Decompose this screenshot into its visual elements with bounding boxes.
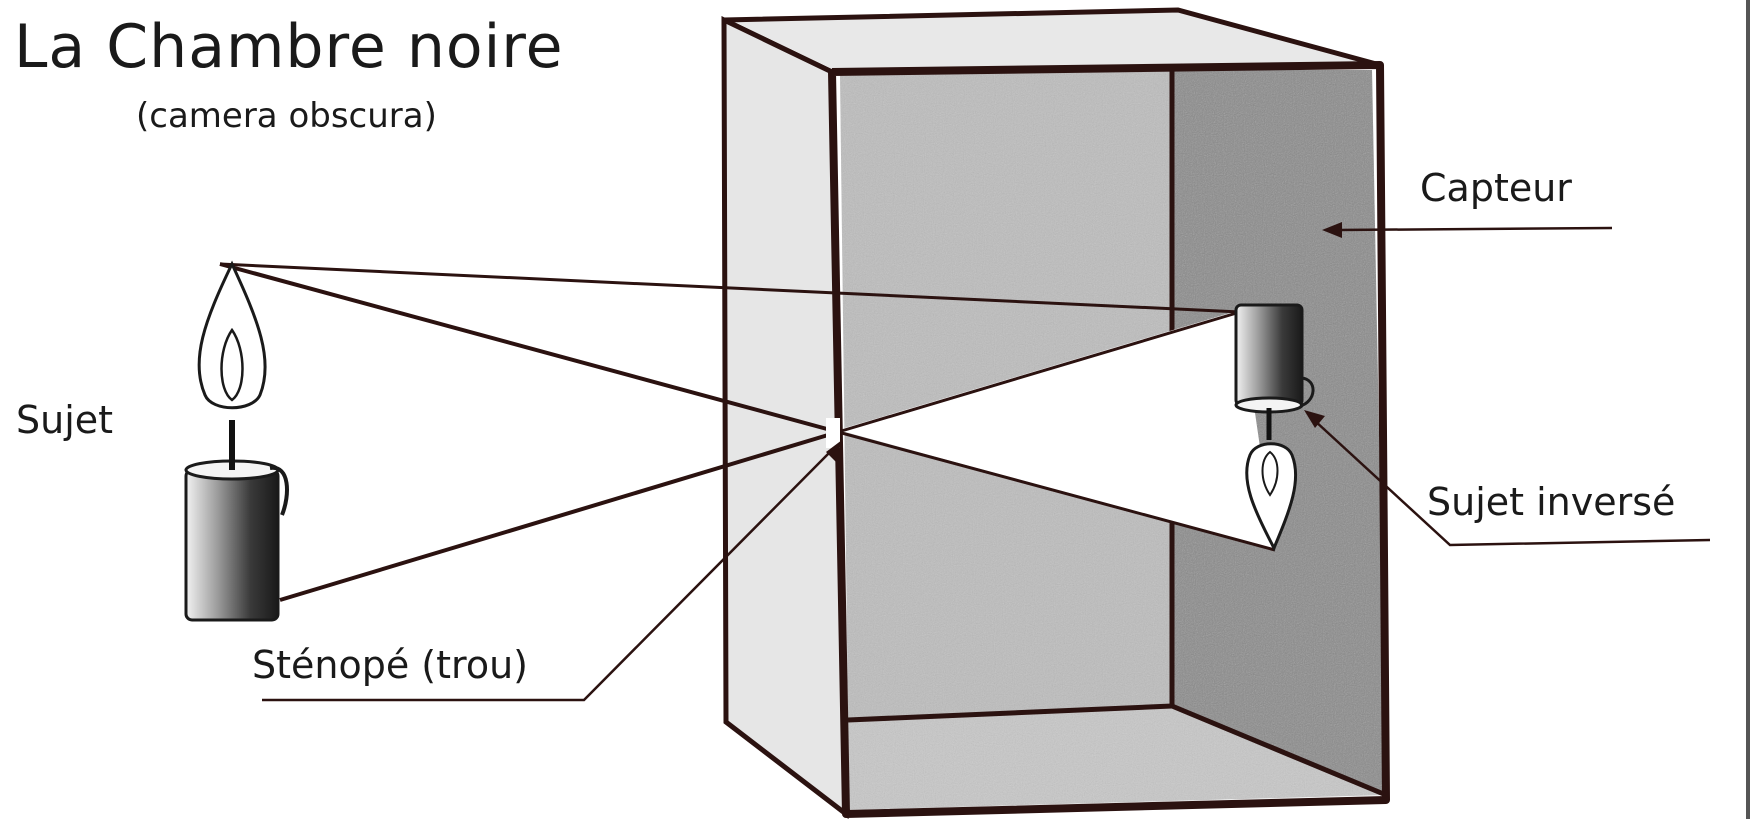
light-ray-bottom-to-pinhole [279,430,839,602]
leader-sujet-inverse [1304,410,1711,547]
back-wall-sensor [1172,70,1386,795]
leader-capteur [1322,222,1613,238]
leader-stenope [262,440,842,702]
label-pinhole: Sténopé (trou) [252,643,528,687]
inner-edge-floor-diag [1171,703,1387,798]
right-border-strip [1746,0,1750,819]
diagram-subtitle: (camera obscura) [136,96,437,136]
subject-candle [184,260,289,622]
light-cone [838,310,1275,550]
light-ray-to-image-bottom [837,430,1276,552]
box-front-frame [828,61,1390,818]
inner-edge-floor-left [847,703,1173,723]
inverted-subject-image [1234,303,1315,552]
light-ray-upper [219,262,1241,314]
label-subject: Sujet [16,398,114,442]
diagram-title: La Chambre noire [14,12,564,82]
light-ray-to-image-top [837,310,1241,434]
label-inverted-subject: Sujet inversé [1427,480,1676,524]
label-sensor: Capteur [1420,166,1572,210]
box-floor [846,706,1386,810]
pinhole [826,418,840,448]
light-ray-top-to-pinhole [219,262,839,434]
